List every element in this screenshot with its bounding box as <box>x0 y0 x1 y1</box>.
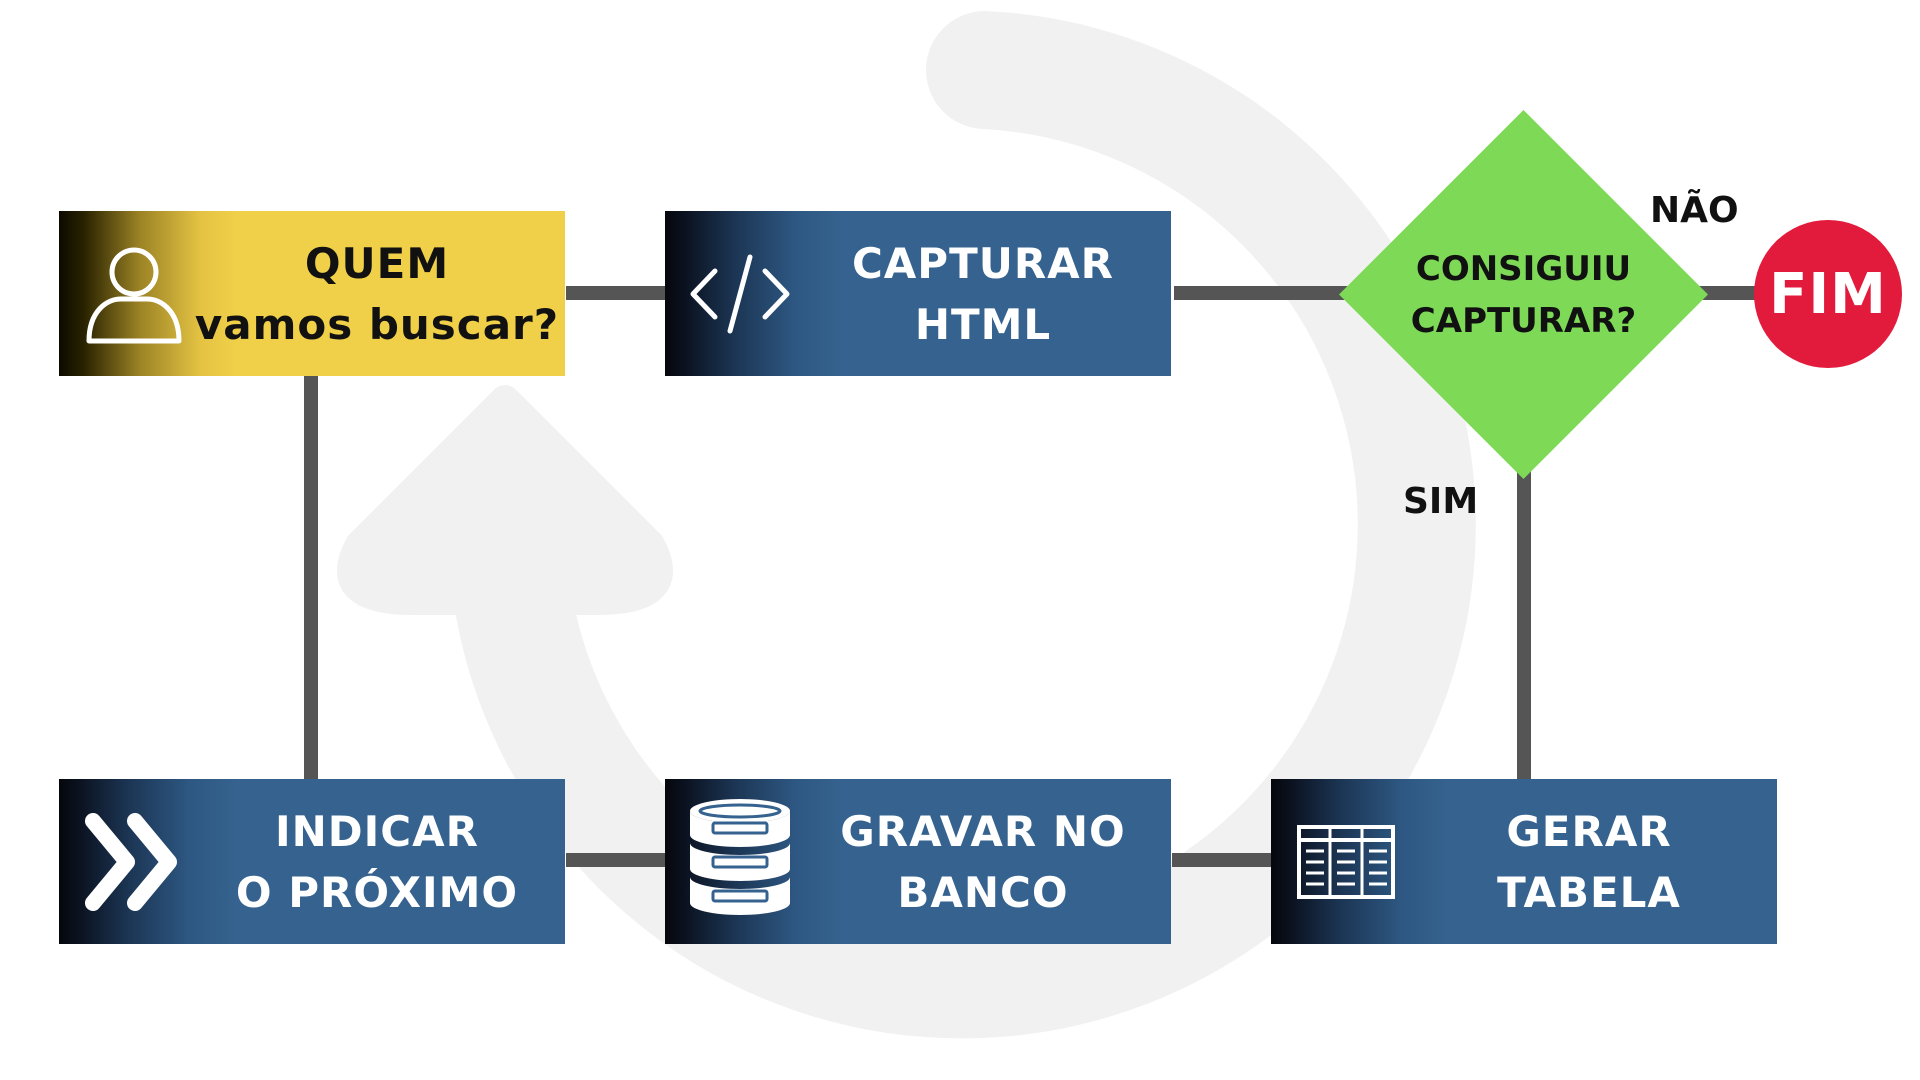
table-icon <box>1271 779 1421 944</box>
node-next-line-2: O PRÓXIMO <box>235 867 519 917</box>
node-table: GERAR TABELA <box>1271 779 1777 944</box>
node-decision-line-2: CAPTURAR? <box>1410 300 1637 341</box>
node-save-label: GRAVAR NO BANCO <box>805 779 1161 944</box>
node-capture-label: CAPTURAR HTML <box>805 211 1161 376</box>
edge-label-yes: SIM <box>1403 481 1479 522</box>
cycle-arrow-head <box>337 385 673 615</box>
database-icon <box>665 779 815 944</box>
connector-save-to-next <box>566 853 670 867</box>
node-capture-line-1: CAPTURAR <box>851 238 1115 288</box>
node-start: QUEM vamos buscar? <box>59 211 565 376</box>
node-decision-label: CONSIGUIU CAPTURAR? <box>1339 110 1708 479</box>
node-decision-line-1: CONSIGUIU <box>1415 248 1632 289</box>
connector-decision-to-end <box>1695 286 1765 300</box>
connector-start-to-capture <box>566 286 670 300</box>
node-start-line-2: vamos buscar? <box>194 299 560 349</box>
edge-label-no: NÃO <box>1650 190 1739 231</box>
node-save: GRAVAR NO BANCO <box>665 779 1171 944</box>
connector-next-to-start <box>304 374 318 784</box>
node-next: INDICAR O PRÓXIMO <box>59 779 565 944</box>
node-end: FIM <box>1754 220 1902 368</box>
node-table-label: GERAR TABELA <box>1411 779 1767 944</box>
node-decision-diamond <box>1339 110 1708 479</box>
person-icon <box>59 211 209 376</box>
node-capture-line-2: HTML <box>914 299 1052 349</box>
code-icon <box>665 211 815 376</box>
double-chevron-right-icon <box>59 779 209 944</box>
node-capture: CAPTURAR HTML <box>665 211 1171 376</box>
node-start-line-1: QUEM <box>304 238 450 288</box>
node-table-line-1: GERAR <box>1506 806 1672 856</box>
connector-decision-to-table <box>1517 465 1531 783</box>
connector-capture-to-decision <box>1174 286 1354 300</box>
node-start-label: QUEM vamos buscar? <box>195 211 558 376</box>
connector-table-to-save <box>1172 853 1276 867</box>
node-next-line-1: INDICAR <box>275 806 479 856</box>
node-next-label: INDICAR O PRÓXIMO <box>199 779 555 944</box>
node-table-line-2: TABELA <box>1497 867 1681 917</box>
node-save-line-2: BANCO <box>897 867 1069 917</box>
node-save-line-1: GRAVAR NO <box>840 806 1126 856</box>
